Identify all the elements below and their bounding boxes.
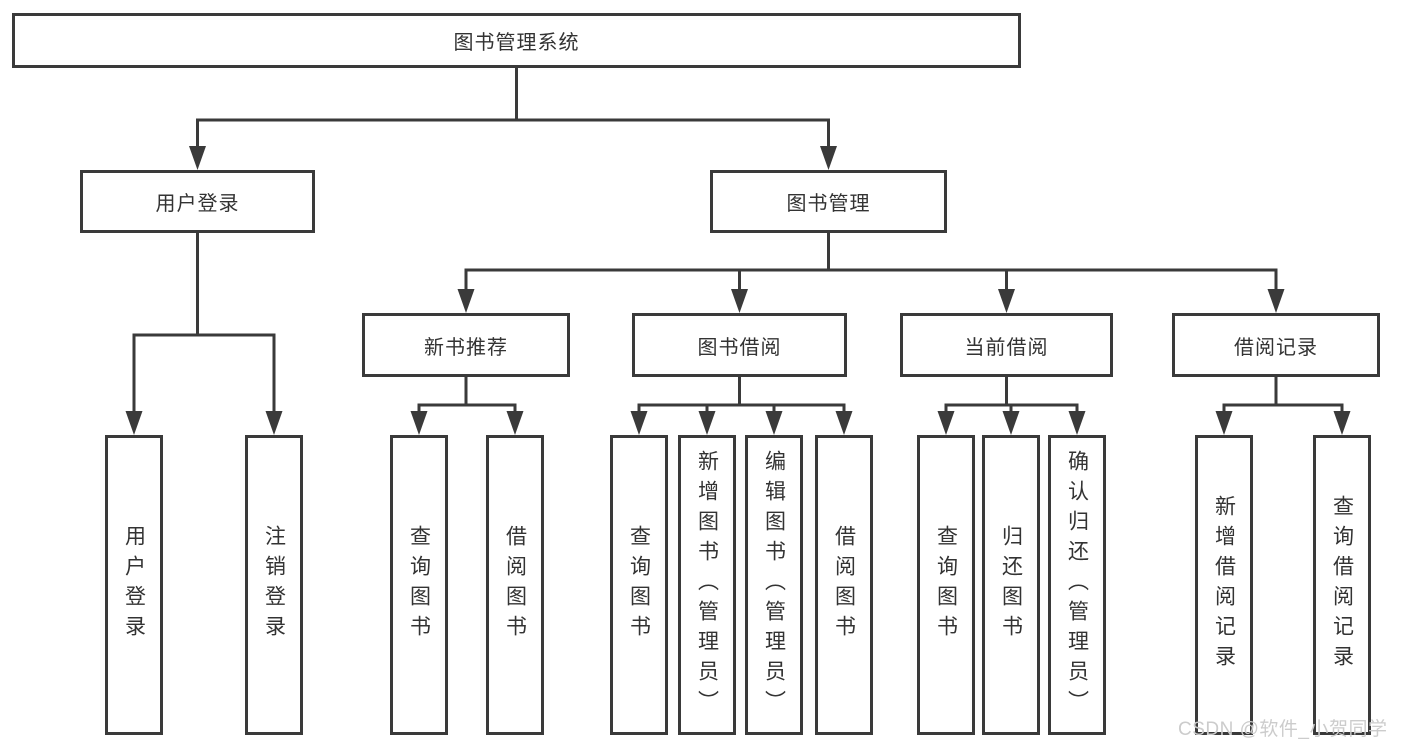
node-book-mgmt-branch-label: 图书管理 [786,193,871,215]
node-new-books-label: 新书推荐 [424,336,508,359]
leaf-newbooks-query-books-label: 查询图书 [407,525,431,645]
node-book-mgmt-branch: 图书管理 [710,170,947,233]
node-book-borrow: 图书借阅 [632,313,847,377]
leaf-borrow-borrow-books: 借阅图书 [815,435,873,735]
node-borrow-records: 借阅记录 [1172,313,1380,377]
leaf-borrow-borrow-books-label: 借阅图书 [832,525,856,645]
leaf-newbooks-borrow-books: 借阅图书 [486,435,544,735]
leaf-borrow-add-books-admin-label: 新增图书（管理员） [695,450,719,720]
leaf-newbooks-query-books: 查询图书 [390,435,448,735]
leaf-user-login-label: 用户登录 [122,525,146,645]
leaf-current-return-books-label: 归还图书 [999,525,1023,645]
node-current-borrow: 当前借阅 [900,313,1113,377]
leaf-current-return-books: 归还图书 [982,435,1040,735]
leaf-newbooks-borrow-books-label: 借阅图书 [503,525,527,645]
leaf-logout: 注销登录 [245,435,303,735]
leaf-current-confirm-return-admin: 确认归还（管理员） [1048,435,1106,735]
leaf-records-query-record: 查询借阅记录 [1313,435,1371,735]
leaf-records-add-record-label: 新增借阅记录 [1212,495,1236,675]
leaf-records-add-record: 新增借阅记录 [1195,435,1253,735]
leaf-user-login: 用户登录 [105,435,163,735]
csdn-watermark: CSDN @软件_小贺同学 [1178,719,1388,740]
leaf-borrow-query-books-label: 查询图书 [627,525,651,645]
leaf-records-query-record-label: 查询借阅记录 [1330,495,1354,675]
node-book-borrow-label: 图书借阅 [697,336,782,359]
leaf-current-query-books: 查询图书 [917,435,975,735]
node-new-books: 新书推荐 [362,313,570,377]
leaf-current-confirm-return-admin-label: 确认归还（管理员） [1065,450,1089,720]
leaf-logout-label: 注销登录 [262,525,286,645]
leaf-current-query-books-label: 查询图书 [934,525,958,645]
leaf-borrow-query-books: 查询图书 [610,435,668,735]
node-root-label: 图书管理系统 [453,32,580,54]
node-user-login-branch-label: 用户登录 [155,193,240,215]
node-current-borrow-label: 当前借阅 [964,336,1049,359]
node-user-login-branch: 用户登录 [80,170,315,233]
leaf-borrow-edit-books-admin-label: 编辑图书（管理员） [762,450,786,720]
node-borrow-records-label: 借阅记录 [1234,336,1318,359]
leaf-borrow-add-books-admin: 新增图书（管理员） [678,435,736,735]
node-root: 图书管理系统 [12,13,1021,68]
leaf-borrow-edit-books-admin: 编辑图书（管理员） [745,435,803,735]
